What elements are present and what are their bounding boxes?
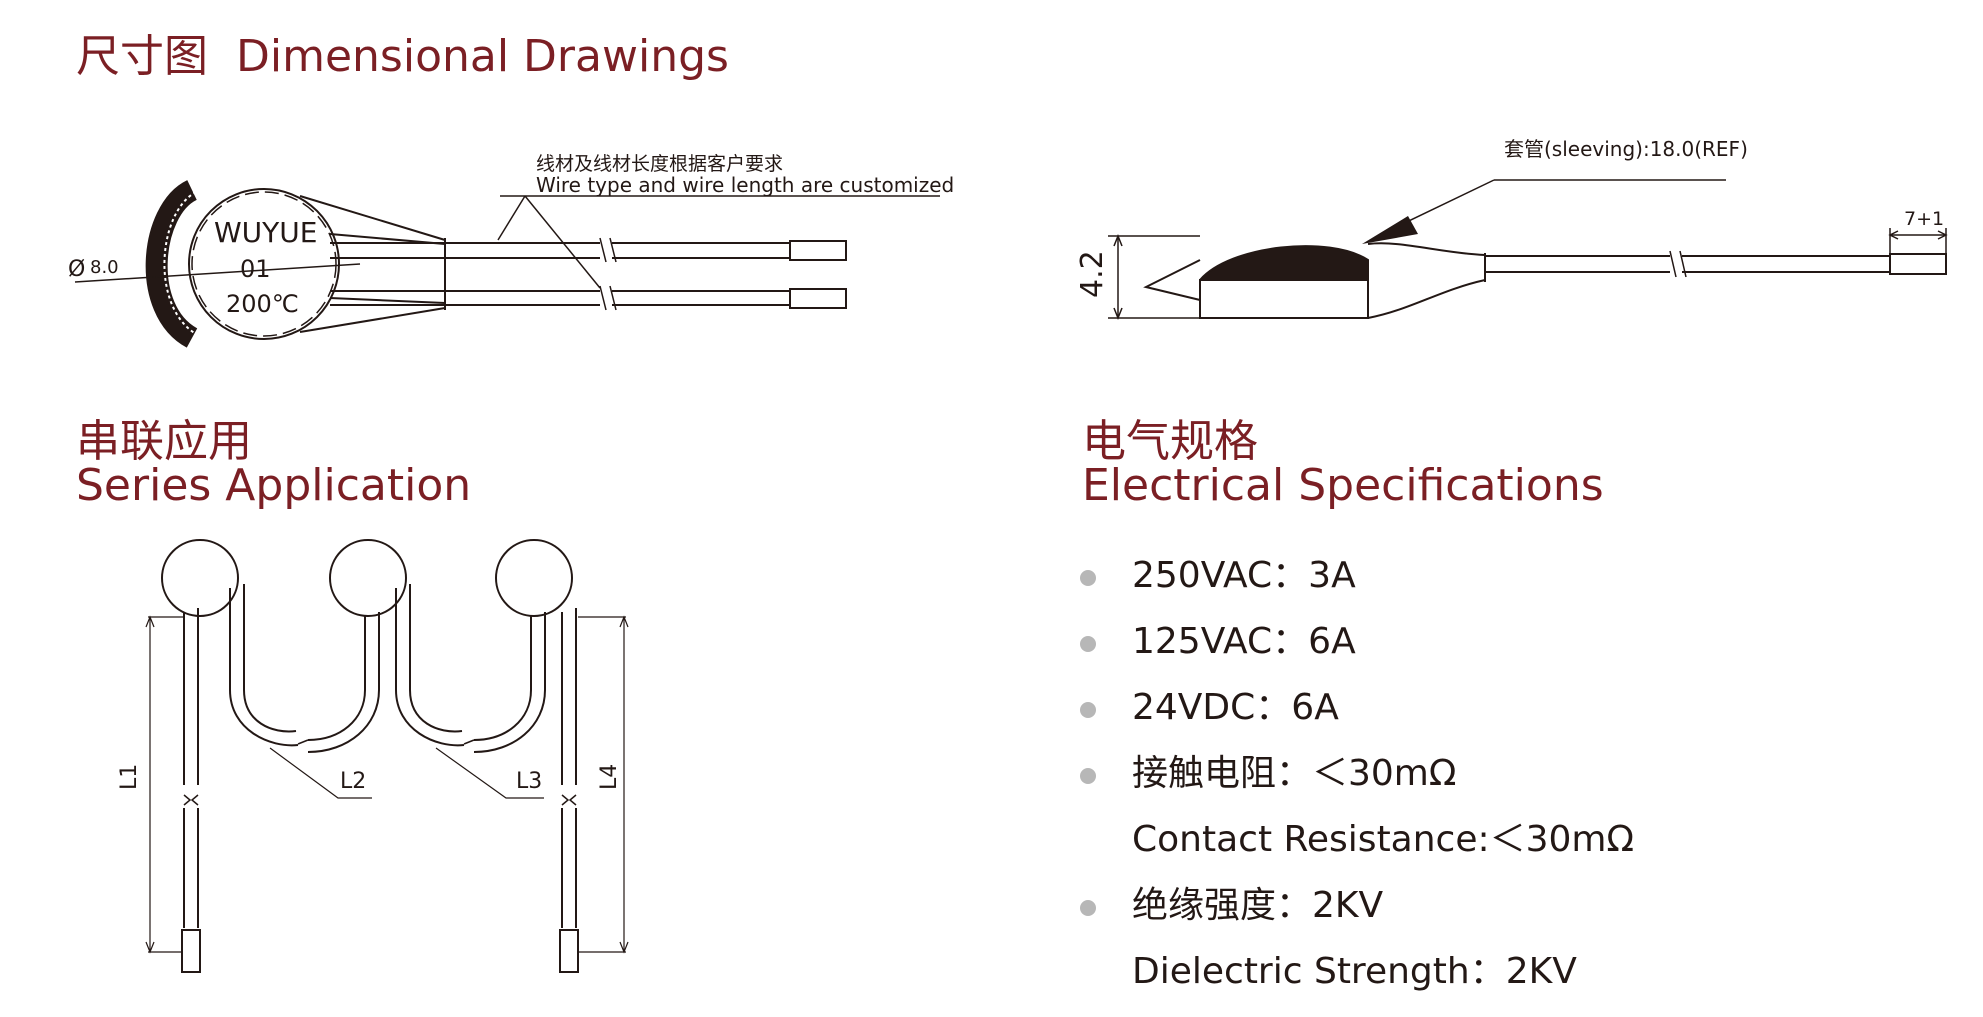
height-dimension: 4.2 [1075,250,1110,298]
spec-item: 接触电阻：＜30mΩ [1080,746,1940,812]
electrical-spec-list: 250VAC：3A 125VAC：6A 24VDC：6A 接触电阻：＜30mΩ … [1080,548,1940,1010]
spec-text: 接触电阻：＜30mΩ [1132,753,1457,794]
temperature-rating: 200℃ [226,290,299,318]
spec-text: Contact Resistance:＜30mΩ [1132,819,1635,860]
product-code: 01 [240,255,271,283]
diameter-symbol: Ø [68,257,85,282]
bullet-icon [1080,900,1096,916]
side-view-drawing: 套管(sleeving):18.0(REF) 7+1 4.2 [1075,137,1948,321]
spec-text: 绝缘强度：2KV [1132,885,1384,926]
bullet-icon [1080,570,1096,586]
spec-item: 绝缘强度：2KV [1080,878,1940,944]
bullet-icon [1080,768,1096,784]
diameter-value: 8.0 [90,257,119,278]
spec-text: Dielectric Strength：2KV [1132,951,1577,992]
bullet-icon [1080,636,1096,652]
front-view-drawing: 线材及线材长度根据客户要求 Wire type and wire length … [68,153,954,348]
series-application-drawing: L1 L2 L3 L4 [117,539,629,973]
dimensional-drawings-heading: 尺寸图 Dimensional Drawings [76,20,729,84]
bullet-icon [1080,702,1096,718]
wire-note-zh: 线材及线材长度根据客户要求 [536,153,783,175]
protector-2 [329,539,407,617]
l3-label: L3 [516,769,542,794]
l4-label: L4 [597,764,622,790]
spec-text: 24VDC：6A [1132,687,1339,728]
spec-text: 250VAC：3A [1132,555,1356,596]
spec-item: 24VDC：6A [1080,680,1940,746]
electrical-specifications-heading-zh: 电气规格 [1082,416,1258,467]
sleeving-label: 套管(sleeving):18.0(REF) [1504,137,1748,161]
spec-item-translation: Dielectric Strength：2KV [1080,944,1940,1010]
electrical-specifications-heading-en: Electrical Specifications [1082,460,1604,511]
series-application-heading-en: Series Application [76,460,472,511]
protector-3 [495,539,573,617]
brand-mark: WUYUE [214,216,317,249]
l1-label: L1 [117,764,142,790]
dimensional-heading-zh: 尺寸图 [76,31,208,82]
spec-text: 125VAC：6A [1132,621,1356,662]
series-application-heading-zh: 串联应用 [76,416,252,467]
spec-item: 250VAC：3A [1080,548,1940,614]
wire-note-en: Wire type and wire length are customized [536,173,954,197]
protector-1 [161,539,239,617]
strip-length: 7+1 [1904,208,1944,230]
l2-label: L2 [340,769,366,794]
spec-item: 125VAC：6A [1080,614,1940,680]
dimensional-heading-en: Dimensional Drawings [236,31,729,82]
spec-item-translation: Contact Resistance:＜30mΩ [1080,812,1940,878]
